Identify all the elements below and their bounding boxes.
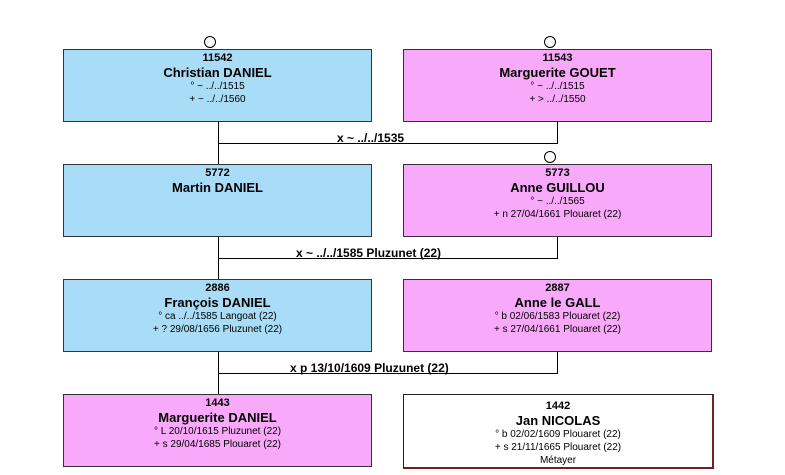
sosa-number: 1442: [545, 400, 571, 412]
sosa-number: 11542: [202, 52, 233, 64]
death-info: + > ../../1550: [529, 94, 586, 105]
sosa-number: 5773: [545, 167, 570, 179]
person-name: Jan NICOLAS: [515, 413, 601, 428]
person-card-5773[interactable]: 5773 Anne GUILLOU ° ~ ../../1565 + n 27/…: [403, 164, 712, 237]
person-card-11542[interactable]: 11542 Christian DANIEL ° ~ ../../1515 + …: [63, 49, 372, 122]
person-name: Christian DANIEL: [163, 65, 272, 80]
birth-info: ° ca ../../1585 Langoat (22): [158, 311, 277, 322]
death-info: + s 29/04/1685 Plouaret (22): [153, 439, 282, 450]
ancestor-marker-11542[interactable]: [204, 36, 216, 48]
connector-line: [557, 352, 558, 374]
person-name: Anne GUILLOU: [510, 180, 605, 195]
connector-line: [218, 373, 558, 374]
person-card-1442[interactable]: 1442 Jan NICOLAS ° b 02/02/1609 Plouaret…: [403, 394, 714, 469]
death-info: + n 27/04/1661 Plouaret (22): [493, 209, 622, 220]
person-card-1443[interactable]: 1443 Marguerite DANIEL ° L 20/10/1615 Pl…: [63, 394, 372, 467]
connector-line: [557, 122, 558, 144]
birth-info: ° b 02/06/1583 Plouaret (22): [494, 311, 621, 322]
connector-line: [218, 258, 558, 259]
person-card-2887[interactable]: 2887 Anne le GALL ° b 02/06/1583 Plouare…: [403, 279, 712, 352]
birth-info: ° ~ ../../1515: [190, 81, 245, 92]
marriage-label: x p 13/10/1609 Pluzunet (22): [290, 361, 449, 375]
connector-line: [218, 143, 558, 144]
marriage-label: x ~ ../../1535: [337, 131, 405, 145]
person-card-5772[interactable]: 5772 Martin DANIEL: [63, 164, 372, 237]
death-info: + ~ ../../1560: [189, 94, 246, 105]
person-card-11543[interactable]: 11543 Marguerite GOUET ° ~ ../../1515 + …: [403, 49, 712, 122]
sosa-number: 11543: [542, 52, 573, 64]
ancestor-marker-5773[interactable]: [544, 151, 556, 163]
sosa-number: 2886: [205, 282, 230, 294]
sosa-number: 2887: [545, 282, 570, 294]
birth-info: ° b 02/02/1609 Plouaret (22): [495, 429, 621, 440]
sosa-number: 5772: [205, 167, 230, 179]
connector-line: [557, 237, 558, 259]
sosa-number: 1443: [205, 397, 230, 409]
birth-info: ° ~ ../../1515: [530, 81, 585, 92]
occupation: Métayer: [539, 455, 577, 466]
person-name: Marguerite DANIEL: [158, 410, 277, 425]
person-card-2886[interactable]: 2886 François DANIEL ° ca ../../1585 Lan…: [63, 279, 372, 352]
person-name: Martin DANIEL: [172, 180, 263, 195]
birth-info: ° L 20/10/1615 Pluzunet (22): [153, 426, 282, 437]
birth-info: ° ~ ../../1565: [530, 196, 585, 207]
ancestor-marker-11543[interactable]: [544, 36, 556, 48]
death-info: + s 27/04/1661 Plouaret (22): [493, 324, 622, 335]
marriage-label: x ~ ../../1585 Pluzunet (22): [296, 246, 442, 260]
person-name: François DANIEL: [164, 295, 271, 310]
death-info: + s 21/11/1665 Plouaret (22): [494, 442, 622, 453]
person-name: Anne le GALL: [514, 295, 601, 310]
person-name: Marguerite GOUET: [499, 65, 616, 80]
death-info: + ? 29/08/1656 Pluzunet (22): [152, 324, 283, 335]
